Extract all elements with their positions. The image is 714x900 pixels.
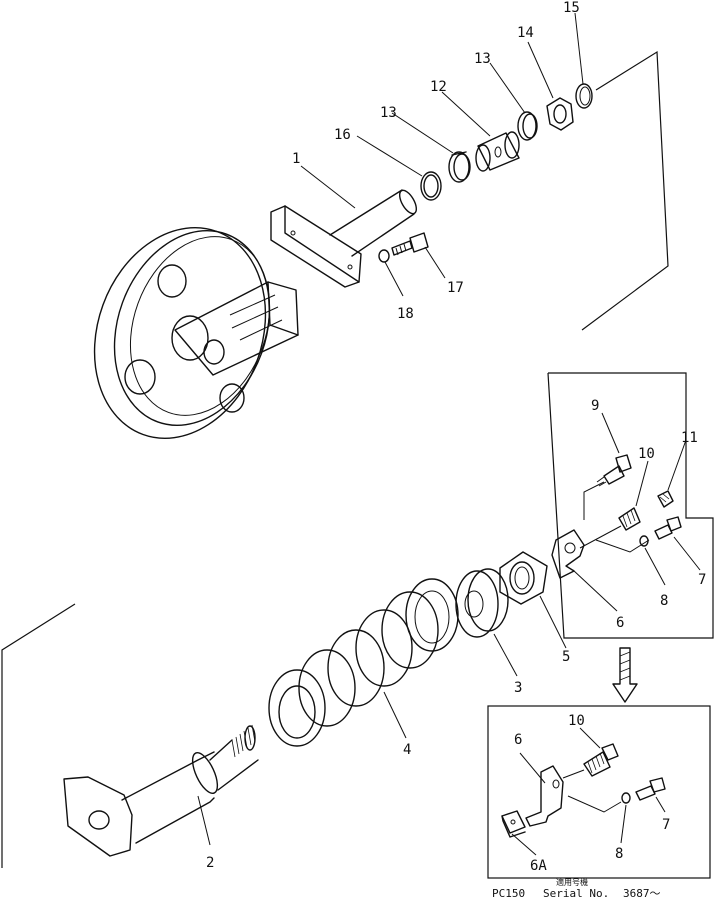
callout-10-lower: 10 [568, 713, 585, 729]
callout-7-upper: 7 [698, 572, 706, 588]
callout-14: 14 [517, 25, 534, 41]
part-4-spring [268, 578, 459, 747]
callout-17: 17 [447, 280, 464, 296]
part-10-valve-lower [562, 743, 619, 779]
lower-detail-frame [487, 705, 711, 879]
callout-16: 16 [334, 127, 351, 143]
callout-6-upper: 6 [616, 615, 624, 631]
callout-15: 15 [563, 0, 580, 16]
part-11-fitting [657, 490, 674, 508]
idler-wheel [93, 227, 299, 439]
callout-9: 9 [591, 398, 599, 414]
part-6-bracket-lower [525, 765, 564, 827]
callout-3: 3 [514, 680, 522, 696]
transition-arrow [612, 647, 638, 703]
callout-8-lower: 8 [615, 846, 623, 862]
upper-assembly-frame-lines [581, 50, 669, 331]
part-13-bushing-b [517, 111, 538, 141]
part-8-washer-lower [621, 792, 631, 804]
callout-6A: 6A [530, 858, 547, 874]
model-name: PC150 [492, 887, 525, 900]
part-2-rod [63, 724, 259, 857]
callout-10-upper: 10 [638, 446, 655, 462]
part-7-bolt-upper [595, 516, 682, 553]
applicability-label: 適用号機 [556, 877, 588, 887]
callout-11: 11 [681, 430, 698, 446]
callout-12: 12 [430, 79, 447, 95]
part-10-valve-upper [579, 507, 641, 549]
serial-value: 3687～ [623, 887, 661, 900]
serial-label: Serial No. [543, 887, 609, 900]
callout-5: 5 [562, 649, 570, 665]
upper-detail-frame [547, 372, 714, 639]
part-17-bolt [391, 232, 429, 256]
leader-lines [197, 12, 701, 856]
part-12-collar [475, 131, 520, 172]
callout-6-lower: 6 [514, 732, 522, 748]
lower-assembly-frame-lines [1, 603, 76, 868]
part-6A-block [501, 810, 526, 838]
applicability-footer: 適用号機 PC150 Serial No. 3687～ [492, 877, 661, 900]
callout-13-a: 13 [380, 105, 397, 121]
callout-1: 1 [292, 151, 300, 167]
part-6-plate-upper [551, 529, 585, 579]
part-18-washer [378, 249, 390, 263]
callout-13-b: 13 [474, 51, 491, 67]
part-14-nut [546, 97, 574, 131]
callout-7-lower: 7 [662, 817, 670, 833]
callout-2: 2 [206, 855, 214, 871]
part-9-grease-fitting [583, 454, 632, 520]
part-3-washer-flange [455, 568, 509, 638]
part-15-snap-ring [575, 83, 593, 109]
part-5-nut [499, 551, 548, 605]
callout-4: 4 [403, 742, 411, 758]
callout-18: 18 [397, 306, 414, 322]
part-16-o-ring [420, 171, 442, 201]
part-7-bolt-lower [567, 777, 666, 813]
part-1-axle-bracket [270, 189, 418, 288]
callout-8-upper: 8 [660, 593, 668, 609]
part-13-bushing-a [448, 151, 471, 183]
